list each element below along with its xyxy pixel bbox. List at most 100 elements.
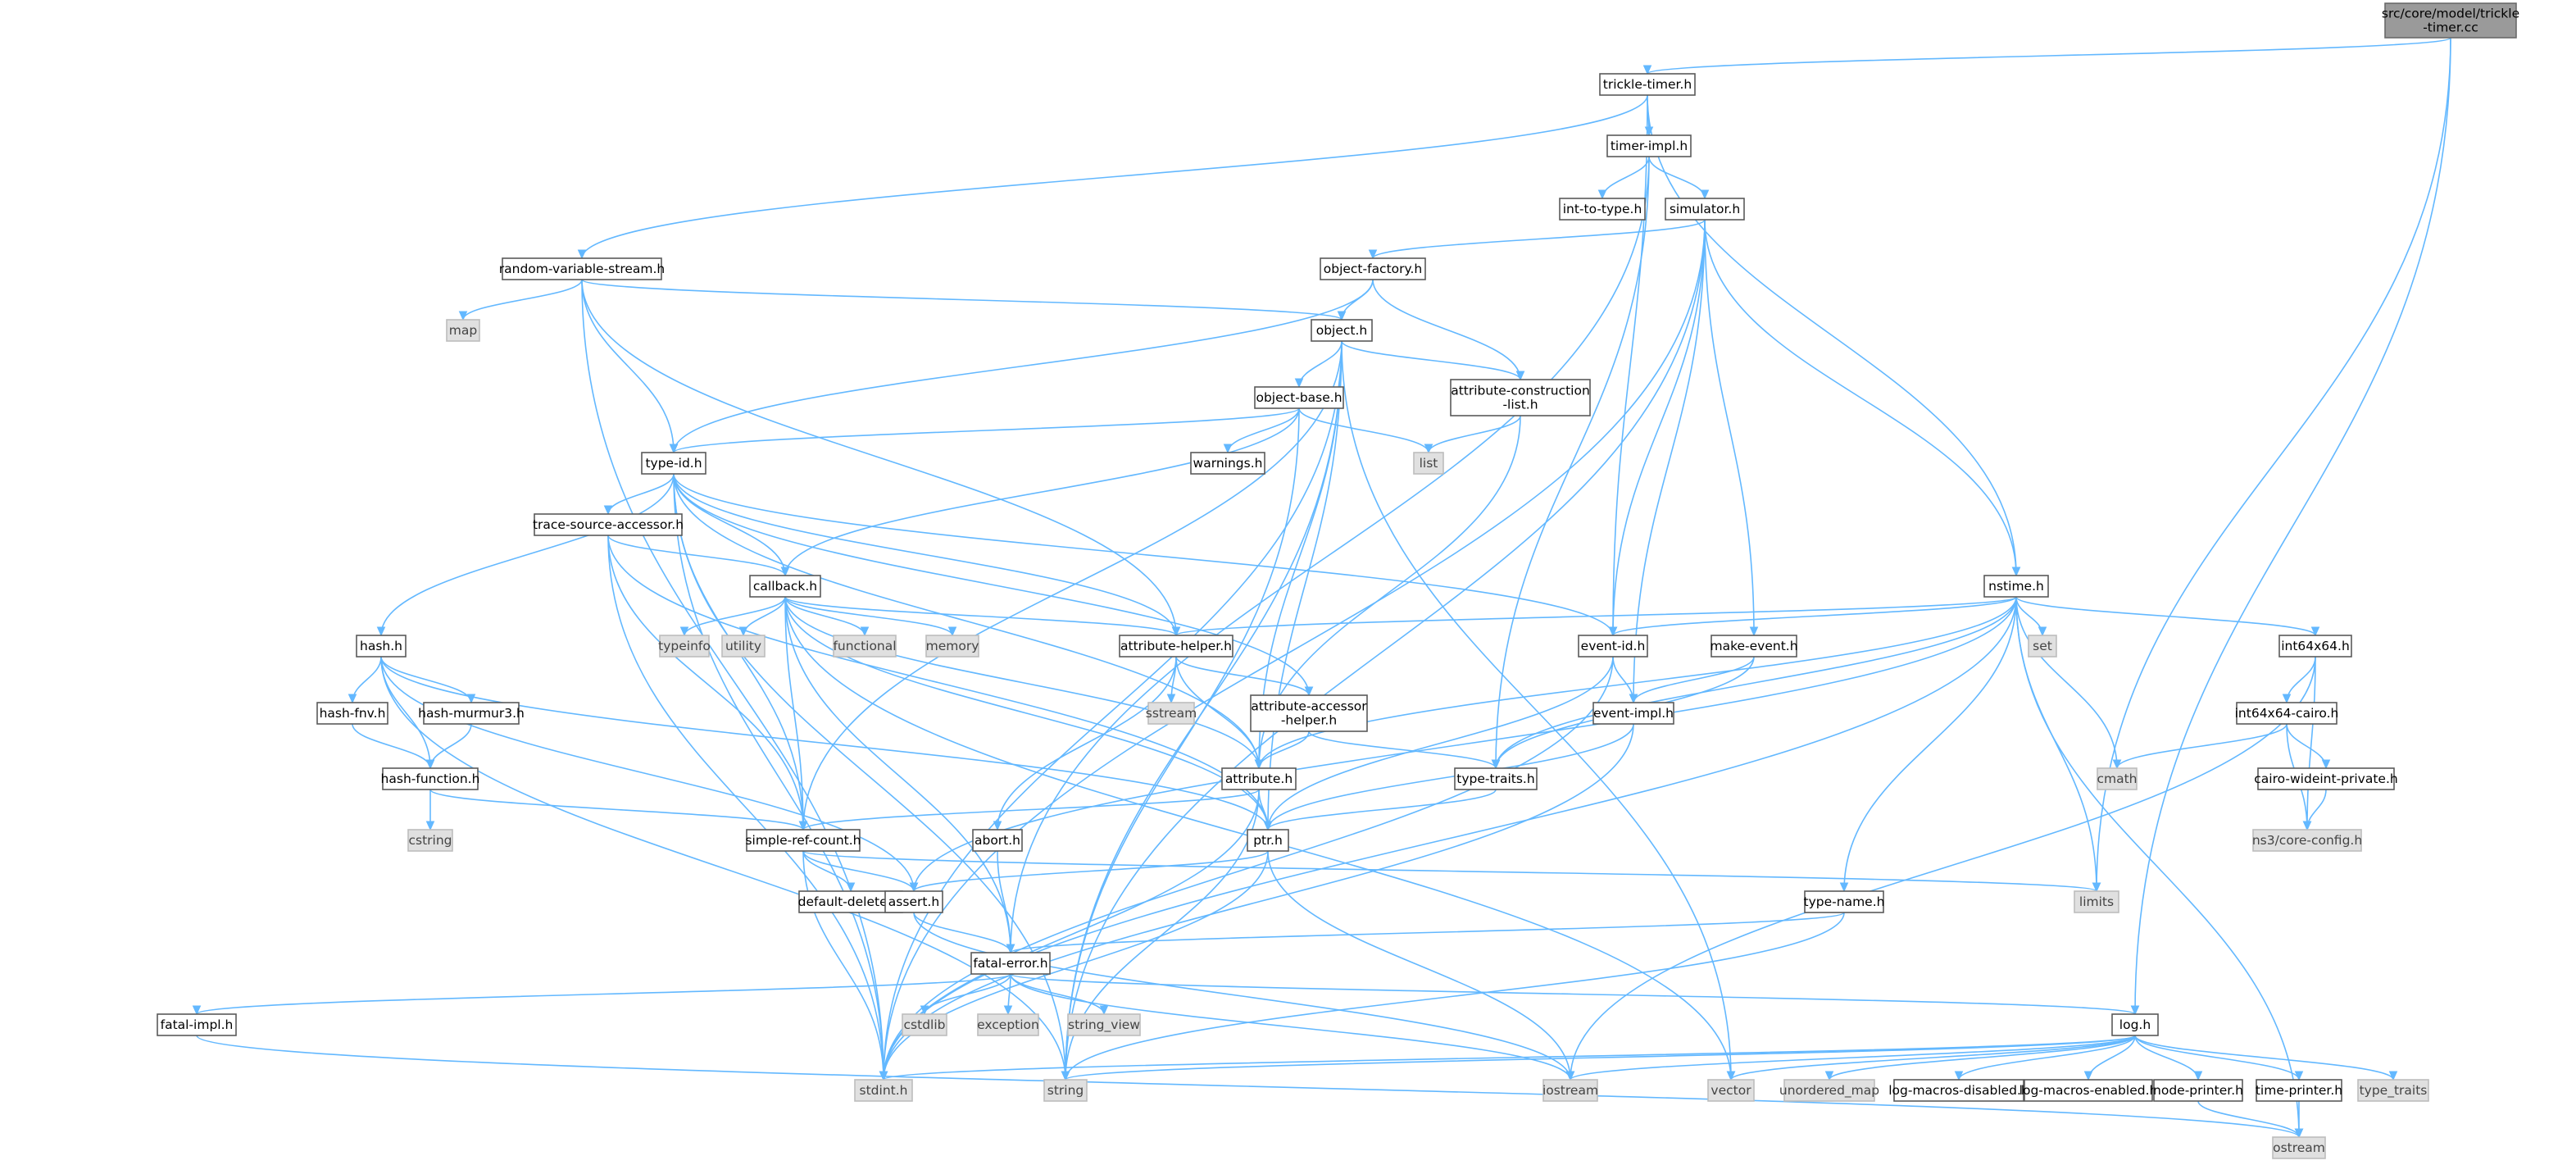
node-string-view[interactable]: string_view: [1067, 1013, 1141, 1036]
node-label: exception: [977, 1017, 1039, 1032]
node-int-to-type-h[interactable]: int-to-type.h: [1559, 198, 1646, 221]
node-object-factory-h[interactable]: object-factory.h: [1320, 257, 1426, 280]
edge-random-variable-stream-h-to-stdint-h: [581, 279, 884, 1081]
arrowhead: [2282, 694, 2292, 704]
node-attribute-h[interactable]: attribute.h: [1221, 767, 1297, 790]
node-hash-h[interactable]: hash.h: [356, 635, 407, 658]
node-box: [2153, 1079, 2243, 1102]
node-label: cstdlib: [904, 1017, 946, 1032]
node-unordered-map[interactable]: unordered_map: [1779, 1079, 1879, 1102]
node-cstdlib[interactable]: cstdlib: [902, 1013, 947, 1036]
node-label: node-printer.h: [2153, 1083, 2243, 1098]
node-nstime-h[interactable]: nstime.h: [1983, 575, 2049, 598]
node-memory[interactable]: memory: [925, 635, 979, 658]
node-log-h[interactable]: log.h: [2111, 1013, 2159, 1036]
node-cairo-wideint-private-h[interactable]: cairo-wideint-private.h: [2254, 767, 2398, 790]
node-log-macros-disabled-h[interactable]: log-macros-disabled.h: [1888, 1079, 2029, 1102]
node-label: abort.h: [975, 833, 1020, 848]
edge-log-h-to-string: [1065, 1035, 2136, 1081]
file-nodes: src/core/model/trickle-timer.cc trickle-t…: [157, 2, 2519, 1159]
node-random-variable-stream-h[interactable]: random-variable-stream.h: [499, 257, 665, 280]
node-hash-murmur3-h[interactable]: hash-murmur3.h: [418, 702, 525, 725]
arrowhead: [1099, 1005, 1109, 1016]
node-list[interactable]: list: [1413, 452, 1444, 475]
node-cmath[interactable]: cmath: [2097, 767, 2138, 790]
node-timer-impl-h[interactable]: timer-impl.h: [1606, 134, 1692, 157]
edge-nstime-h-to-event-id-h: [1612, 596, 2017, 636]
node-string[interactable]: string: [1043, 1079, 1088, 1102]
node-typeinfo[interactable]: typeinfo: [658, 635, 711, 658]
node-box: [1067, 1013, 1141, 1036]
node-attribute-helper-h[interactable]: attribute-helper.h: [1119, 635, 1233, 658]
node-type-traits-h[interactable]: type-traits.h: [1454, 767, 1538, 790]
arrowhead: [1304, 686, 1314, 697]
node-label: event-id.h: [1581, 639, 1646, 653]
node-time-printer-h[interactable]: time-printer.h: [2256, 1079, 2342, 1102]
node-label: attribute.h: [1225, 771, 1293, 786]
node-limits[interactable]: limits: [2074, 890, 2119, 913]
edge-object-h-to-vector: [1341, 340, 1732, 1081]
node-object-base-h[interactable]: object-base.h: [1254, 386, 1344, 409]
edge-timer-impl-h-to-type-traits-h: [1495, 156, 1650, 769]
arrowhead: [1954, 1071, 1964, 1081]
node-attribute-construction-list-h[interactable]: attribute-construction-list.h: [1450, 379, 1591, 416]
edge-simple-ref-count-h-to-stdint-h: [802, 850, 884, 1081]
node-functional[interactable]: functional: [833, 635, 897, 658]
node-vector[interactable]: vector: [1707, 1079, 1755, 1102]
node-callback-h[interactable]: callback.h: [749, 575, 821, 598]
node-exception[interactable]: exception: [977, 1013, 1039, 1036]
node-label: functional: [833, 639, 896, 653]
arrowhead: [879, 1071, 888, 1081]
node-abort-h[interactable]: abort.h: [972, 829, 1023, 852]
node-trickle-timer-h[interactable]: trickle-timer.h: [1599, 73, 1696, 96]
node-trace-source-accessor-h[interactable]: trace-source-accessor.h: [533, 513, 684, 536]
node-box: [659, 635, 710, 658]
edge-callback-h-to-functional: [784, 596, 865, 636]
node-type-traits[interactable]: type_traits: [2357, 1079, 2429, 1102]
node-label: cairo-wideint-private.h: [2254, 771, 2397, 786]
node-set[interactable]: set: [2028, 635, 2057, 658]
node-assert-h[interactable]: assert.h: [884, 890, 943, 913]
node-box: [1119, 635, 1233, 658]
node-int64x64-h[interactable]: int64x64.h: [2278, 635, 2352, 658]
node-ostream[interactable]: ostream: [2272, 1136, 2326, 1159]
edge-random-variable-stream-h-to-type-id-h: [581, 279, 675, 453]
edge-object-factory-h-to-type-id-h: [673, 279, 1374, 453]
node-attribute-accessor-helper-h[interactable]: attribute-accessor-helper.h: [1250, 694, 1368, 732]
node-root[interactable]: src/core/model/trickle-timer.cc: [2382, 2, 2519, 39]
node-make-event-h[interactable]: make-event.h: [1710, 635, 1798, 658]
edge-event-impl-h-to-ptr-h: [1267, 723, 1634, 831]
node-label: string: [1047, 1083, 1084, 1098]
node-utility[interactable]: utility: [721, 635, 766, 658]
node-iostream[interactable]: iostream: [1542, 1079, 1598, 1102]
node-object-h[interactable]: object.h: [1311, 319, 1373, 342]
node-ptr-h[interactable]: ptr.h: [1247, 829, 1289, 852]
edge-type-id-h-to-attribute-h: [673, 473, 1260, 769]
node-int64x64-cairo-h[interactable]: int64x64-cairo.h: [2235, 702, 2339, 725]
node-type-id-h[interactable]: type-id.h: [641, 452, 706, 475]
node-simple-ref-count-h[interactable]: simple-ref-count.h: [745, 829, 861, 852]
node-type-name-h[interactable]: type-name.h: [1804, 890, 1885, 913]
node-node-printer-h[interactable]: node-printer.h: [2153, 1079, 2243, 1102]
edge-attribute-accessor-helper-h-to-type-traits-h: [1308, 730, 1497, 769]
node-label: utility: [725, 639, 761, 653]
node-sstream[interactable]: sstream: [1146, 702, 1197, 725]
node-hash-fnv-h[interactable]: hash-fnv.h: [316, 702, 388, 725]
node-fatal-error-h[interactable]: fatal-error.h: [970, 952, 1051, 975]
node-cstring[interactable]: cstring: [407, 829, 453, 852]
node-hash-function-h[interactable]: hash-function.h: [381, 767, 480, 790]
node-simulator-h[interactable]: simulator.h: [1665, 198, 1745, 221]
node-box: [1247, 829, 1289, 852]
node-warnings-h[interactable]: warnings.h: [1190, 452, 1265, 475]
edge-trace-source-accessor-h-to-simple-ref-count-h: [607, 535, 804, 831]
node-stdint-h[interactable]: stdint.h: [854, 1079, 913, 1102]
node-event-id-h[interactable]: event-id.h: [1578, 635, 1648, 658]
node-fatal-impl-h[interactable]: fatal-impl.h: [157, 1013, 237, 1036]
node-ns3-core-config-h[interactable]: ns3/core-config.h: [2252, 829, 2362, 852]
node-log-macros-enabled-h[interactable]: log-macros-enabled.h: [2019, 1079, 2158, 1102]
node-box: [1254, 386, 1344, 409]
node-box: [1250, 694, 1368, 732]
node-event-impl-h[interactable]: event-impl.h: [1592, 702, 1674, 725]
node-map[interactable]: map: [446, 319, 480, 342]
node-box: [1804, 890, 1884, 913]
